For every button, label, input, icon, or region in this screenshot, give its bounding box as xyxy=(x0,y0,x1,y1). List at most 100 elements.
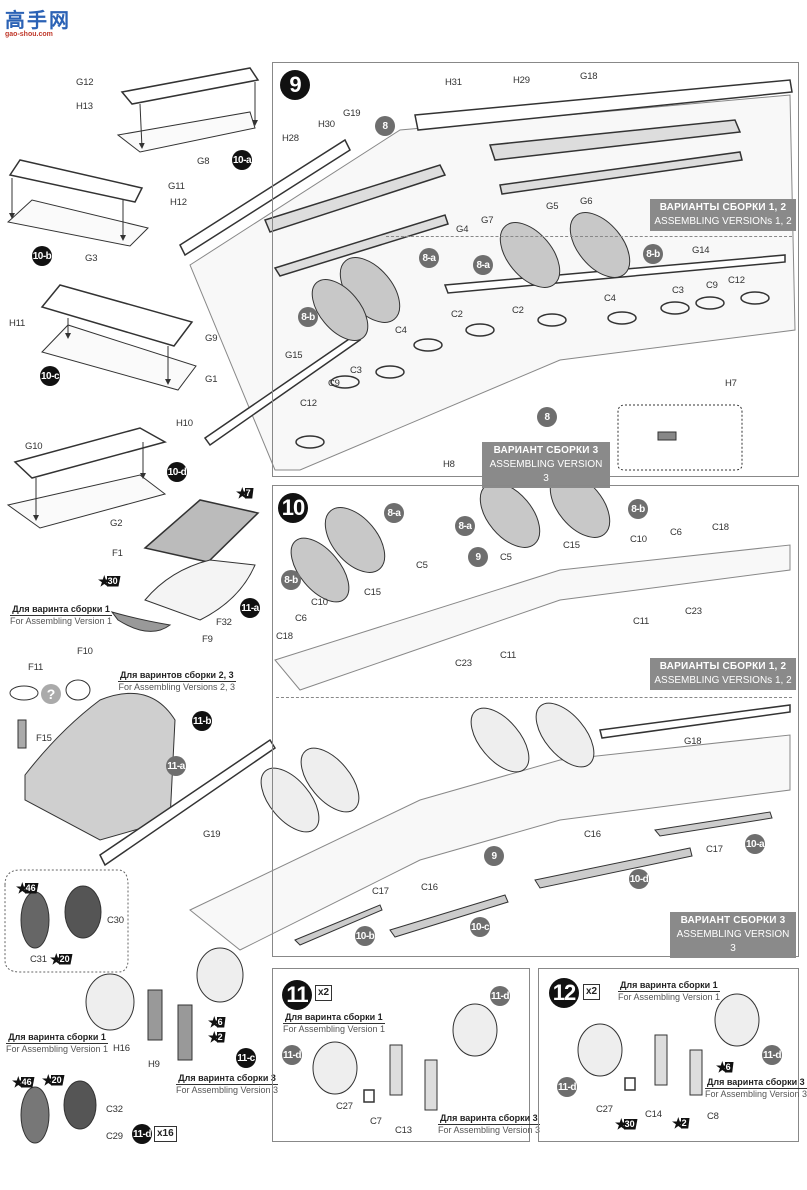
step9-panel xyxy=(272,62,799,477)
part-g1-drawing xyxy=(41,324,197,391)
step12-decal-30: ★30 xyxy=(615,1117,638,1131)
label-c15a: C15 xyxy=(364,587,381,598)
step12-label-c27: C27 xyxy=(596,1104,613,1115)
label-h30: H30 xyxy=(318,119,335,130)
step10-divider xyxy=(276,697,792,698)
step11-label-c13: C13 xyxy=(395,1125,412,1136)
decal-20-c31: ★20 xyxy=(50,952,73,966)
wheel-11c-left-drawing xyxy=(85,973,135,1031)
label-g4: G4 xyxy=(456,224,469,235)
step11-wheel-right xyxy=(452,1003,498,1057)
part-g5-drawing xyxy=(499,151,743,195)
label-h10: H10 xyxy=(176,418,193,429)
label-g15: G15 xyxy=(285,350,303,361)
engine-10-v3-1 xyxy=(260,767,320,833)
label-c10a: C10 xyxy=(311,597,328,608)
label-g18-10: G18 xyxy=(684,736,702,747)
label-g1: G1 xyxy=(205,374,218,385)
step11-c27-drawing xyxy=(363,1089,375,1103)
site-logo: 高手网 gao-shou.com xyxy=(5,4,71,38)
step12-label-c8: C8 xyxy=(707,1111,719,1122)
part-g18-10-drawing xyxy=(599,704,791,739)
label-g7: G7 xyxy=(481,215,494,226)
label-c9a: C9 xyxy=(328,378,340,389)
step10-number: 10 xyxy=(278,493,308,523)
label-f15: F15 xyxy=(36,733,52,744)
engine-8b-10a-drawing xyxy=(290,537,350,603)
label-f10: F10 xyxy=(77,646,93,657)
label-c17b: C17 xyxy=(706,844,723,855)
decal-7: ★7 xyxy=(236,486,254,500)
engine-10-v3-4 xyxy=(535,702,595,768)
step9-number: 9 xyxy=(280,70,310,100)
badge-11b: 11-b xyxy=(192,711,212,731)
label-h16: H16 xyxy=(113,1043,130,1054)
step11-strut-c7 xyxy=(389,1044,403,1096)
label-g5: G5 xyxy=(546,201,559,212)
badge-9-10: 9 xyxy=(468,547,488,567)
badge-8-top: 8 xyxy=(375,116,395,136)
part-c9b-drawing xyxy=(695,296,725,310)
part-c32-drawing xyxy=(63,1080,97,1130)
flap-10d-drawing xyxy=(534,847,693,889)
label-c5b: C5 xyxy=(500,552,512,563)
badge-8a-1: 8-a xyxy=(419,248,439,268)
label-g10: G10 xyxy=(25,441,43,452)
decal-20-c29: ★20 xyxy=(42,1073,65,1087)
engine-8b-2-drawing xyxy=(569,212,631,278)
label-c16a: C16 xyxy=(421,882,438,893)
label-g8: G8 xyxy=(197,156,210,167)
decal-2-h9: ★2 xyxy=(208,1030,226,1044)
part-f11-drawing xyxy=(9,685,39,701)
label-c32: C32 xyxy=(106,1104,123,1115)
step12-badge-11d-right: 11-d xyxy=(762,1045,782,1065)
step12-c27-drawing xyxy=(624,1077,636,1091)
step12-strut-c14 xyxy=(654,1034,668,1086)
label-c9b: C9 xyxy=(706,280,718,291)
label-g12: G12 xyxy=(76,77,94,88)
logo-url: gao-shou.com xyxy=(5,31,53,38)
multiplier-x16: x16 xyxy=(154,1126,177,1142)
label-c12a: C12 xyxy=(300,398,317,409)
label-f11: F11 xyxy=(28,662,44,673)
step11-wheel-left xyxy=(312,1041,358,1095)
badge-11a: 11-a xyxy=(240,598,260,618)
wheel-detail-callout xyxy=(4,869,129,973)
label-g11: G11 xyxy=(168,181,185,192)
part-f15-drawing xyxy=(17,719,27,749)
label-c23a: C23 xyxy=(455,658,472,669)
part-g12-drawing xyxy=(120,67,260,105)
step9-divider xyxy=(386,236,792,237)
part-11b-body-drawing xyxy=(24,692,176,841)
label-h11: H11 xyxy=(9,318,26,329)
badge-11d: 11-d xyxy=(132,1124,152,1144)
badge-10b: 10-b xyxy=(32,246,52,266)
step11-note-version3: Для варинта сборки 3 For Assembling Vers… xyxy=(438,1113,541,1135)
label-g18: G18 xyxy=(580,71,598,82)
engine-8a-2-drawing xyxy=(499,222,561,288)
label-c12b: C12 xyxy=(728,275,745,286)
label-h31: H31 xyxy=(445,77,462,88)
label-c18b: C18 xyxy=(712,522,729,533)
step12-label-c14: C14 xyxy=(645,1109,662,1120)
step11-strut-c13 xyxy=(424,1059,438,1111)
question-mark-icon: ? xyxy=(41,684,61,704)
step9-banner-version-3: ВАРИАНТ СБОРКИ 3 ASSEMBLING VERSION 3 xyxy=(482,442,610,488)
engine-8b-1-drawing xyxy=(311,279,369,341)
label-c6a: C6 xyxy=(295,613,307,624)
label-c18a: C18 xyxy=(276,631,293,642)
part-g19-drawing xyxy=(179,138,351,257)
part-c29-drawing xyxy=(20,1086,50,1144)
badge-8a-10-2: 8-a xyxy=(455,516,475,536)
step12-decal-6: ★6 xyxy=(716,1060,734,1074)
part-h7-detail-drawing xyxy=(657,431,677,441)
label-h13: H13 xyxy=(76,101,93,112)
label-g14: G14 xyxy=(692,245,710,256)
badge-10d: 10-d xyxy=(167,462,187,482)
label-c3b: C3 xyxy=(672,285,684,296)
label-h7: H7 xyxy=(725,378,737,389)
part-g19-10-drawing xyxy=(99,738,277,867)
part-f32-drawing xyxy=(144,559,256,621)
badge-10c: 10-c xyxy=(40,366,60,386)
step12-note-version1: Для варинта сборки 1 For Assembling Vers… xyxy=(618,980,721,1002)
